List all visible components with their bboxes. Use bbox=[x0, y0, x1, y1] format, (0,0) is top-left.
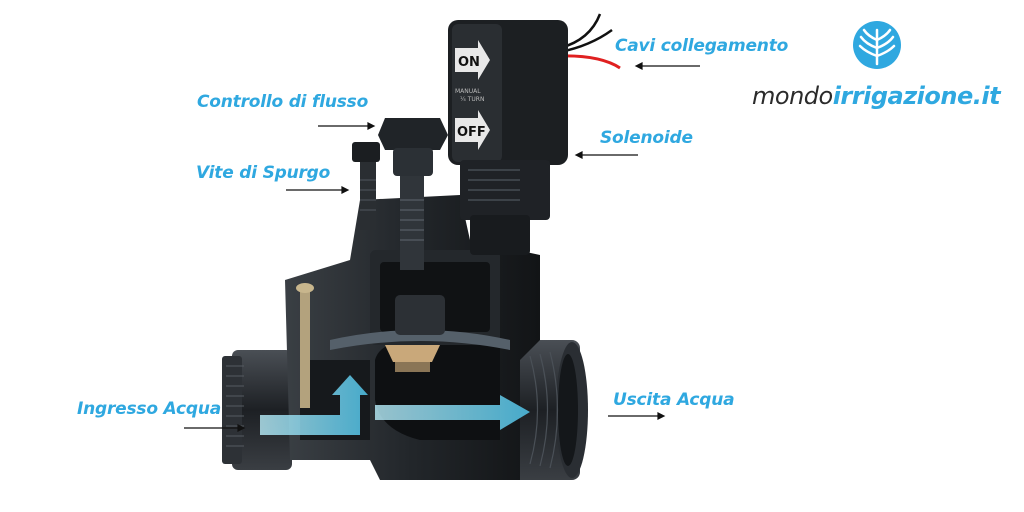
solenoid-turn-text: ¼ TURN bbox=[460, 96, 484, 103]
logo-text-mondo: mondo bbox=[752, 82, 833, 110]
connection-wires bbox=[559, 13, 621, 70]
label-water-outlet: Uscita Acqua bbox=[613, 390, 735, 410]
solenoid-off-text: OFF bbox=[457, 125, 486, 140]
solenoid bbox=[448, 20, 568, 255]
inlet-pipe bbox=[222, 350, 292, 470]
label-water-inlet: Ingresso Acqua bbox=[77, 399, 221, 419]
label-bleed-screw: Vite di Spurgo bbox=[196, 163, 331, 183]
solenoid-on-text: ON bbox=[458, 55, 480, 70]
bleed-screw bbox=[352, 142, 380, 230]
flow-control bbox=[378, 118, 448, 270]
brand-logo[interactable]: mondoirrigazione.it bbox=[752, 20, 1012, 120]
leaf-logo-icon bbox=[853, 21, 901, 69]
leader-lines bbox=[184, 62, 700, 432]
label-solenoid: Solenoide bbox=[600, 128, 693, 148]
label-flow-control: Controllo di flusso bbox=[197, 92, 369, 112]
label-cables: Cavi collegamento bbox=[615, 36, 789, 56]
solenoid-manual-text: MANUAL bbox=[455, 88, 481, 95]
body-screw bbox=[296, 283, 314, 408]
water-flow-arrows bbox=[260, 375, 530, 435]
logo-text: mondoirrigazione.it bbox=[752, 82, 1001, 110]
logo-text-domain: irrigazione.it bbox=[832, 82, 1001, 110]
